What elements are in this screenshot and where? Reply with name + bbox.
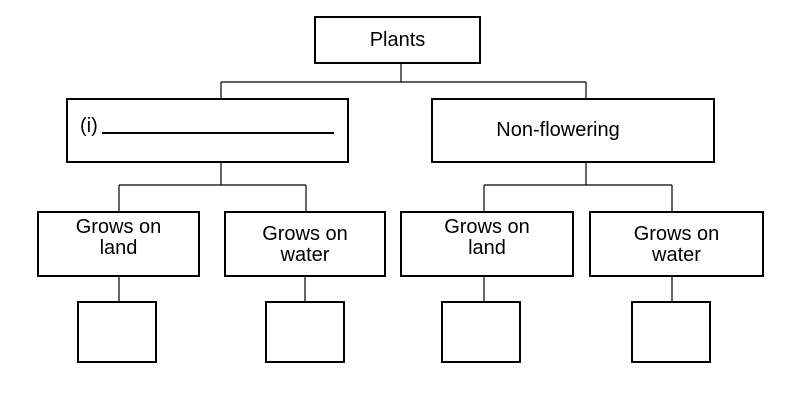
right-branch-label: Non-flowering: [496, 119, 620, 141]
answer-underline[interactable]: [101, 132, 334, 134]
leaf-node-right-water: Grows on water: [589, 211, 764, 277]
leaf-label: Grows on water: [633, 223, 720, 266]
left-branch-node: (i): [66, 98, 349, 163]
root-node-label: Plants: [369, 28, 426, 51]
fill-in-prompt: (i): [80, 115, 98, 137]
fill-in-blank: (i): [80, 116, 334, 137]
leaf-node-left-land: Grows on land: [37, 211, 200, 277]
leaf-label: Grows on water: [262, 223, 348, 266]
leaf-node-left-water: Grows on water: [224, 211, 386, 277]
root-node-plants: Plants: [314, 16, 481, 64]
right-branch-node-non-flowering: Non-flowering: [431, 98, 715, 163]
leaf-label: Grows on land: [444, 216, 530, 259]
answer-box-left-land[interactable]: [77, 301, 157, 363]
leaf-label: Grows on land: [75, 216, 162, 259]
answer-box-right-land[interactable]: [441, 301, 521, 363]
answer-box-right-water[interactable]: [631, 301, 711, 363]
answer-box-left-water[interactable]: [265, 301, 345, 363]
leaf-node-right-land: Grows on land: [400, 211, 574, 277]
